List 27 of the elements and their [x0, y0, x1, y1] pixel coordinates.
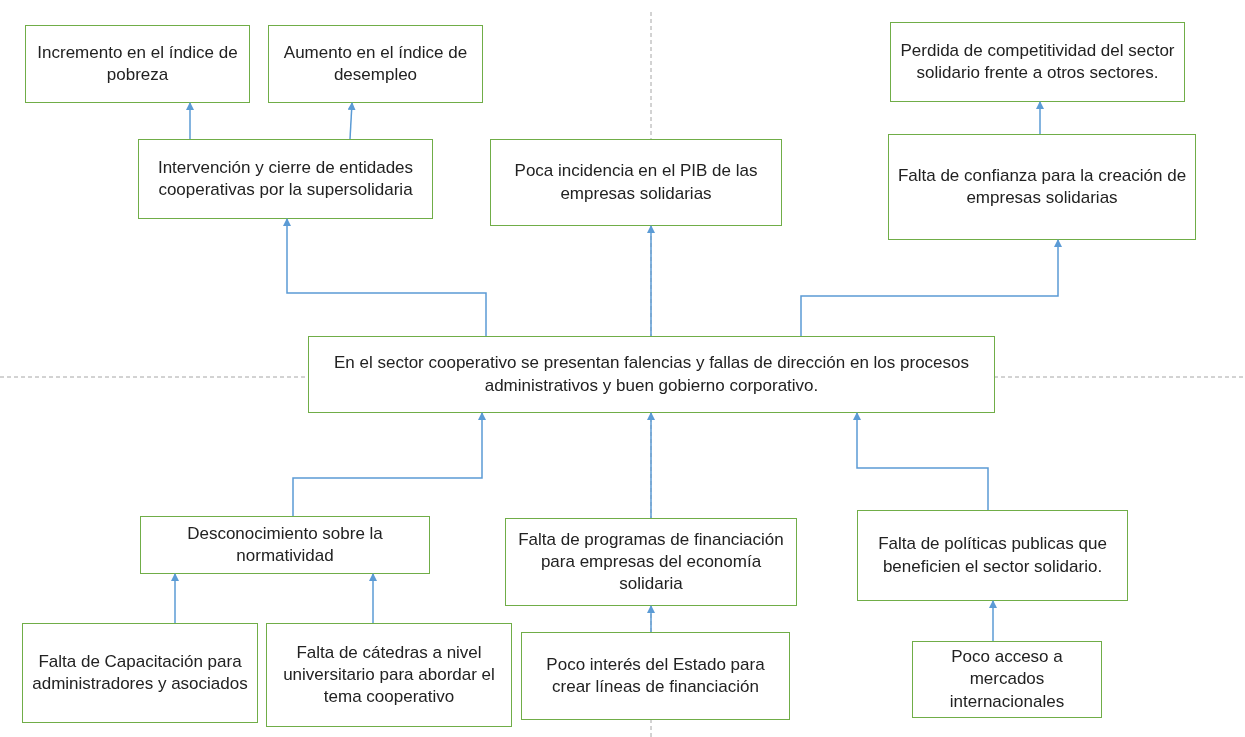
cause-box: Falta de confianza para la creación de empresas solidarias — [888, 134, 1196, 240]
cause-box: Falta de políticas publicas que beneficien el sector solidario. — [857, 510, 1128, 601]
arrow — [647, 605, 655, 633]
arrow — [292, 412, 486, 517]
arrow — [283, 218, 487, 337]
cause-box: Falta de Capacitación para administradores y asociados — [22, 623, 258, 723]
cause-box: Poco interés del Estado para crear líneas de financiación — [521, 632, 790, 720]
cause-box: Falta de programas de financiación para empresas del economía solidaria — [505, 518, 797, 606]
cause-box: Poca incidencia en el PIB de las empresas solidarias — [490, 139, 782, 226]
arrow — [647, 412, 655, 519]
arrow — [989, 600, 997, 642]
cause-box: Poco acceso a mercados internacionales — [912, 641, 1102, 718]
arrow — [186, 102, 194, 140]
cause-box: Intervención y cierre de entidades cooperativas por la supersolidaria — [138, 139, 433, 219]
problem-box: En el sector cooperativo se presentan falencias y fallas de dirección en los procesos administrativos y buen gobierno corporativo. — [308, 336, 995, 413]
arrow — [800, 239, 1062, 337]
cause-box: Falta de cátedras a nivel universitario para abordar el tema cooperativo — [266, 623, 512, 727]
arrow — [369, 573, 377, 624]
cause-box: Desconocimiento sobre la normatividad — [140, 516, 430, 574]
arrow — [171, 573, 179, 624]
arrow — [1036, 101, 1044, 135]
arrow — [647, 225, 655, 337]
cause-box: Aumento en el índice de desempleo — [268, 25, 483, 103]
arrow — [853, 412, 989, 511]
cause-box: Incremento en el índice de pobreza — [25, 25, 250, 103]
arrow — [347, 102, 356, 140]
cause-box: Perdida de competitividad del sector solidario frente a otros sectores. — [890, 22, 1185, 102]
